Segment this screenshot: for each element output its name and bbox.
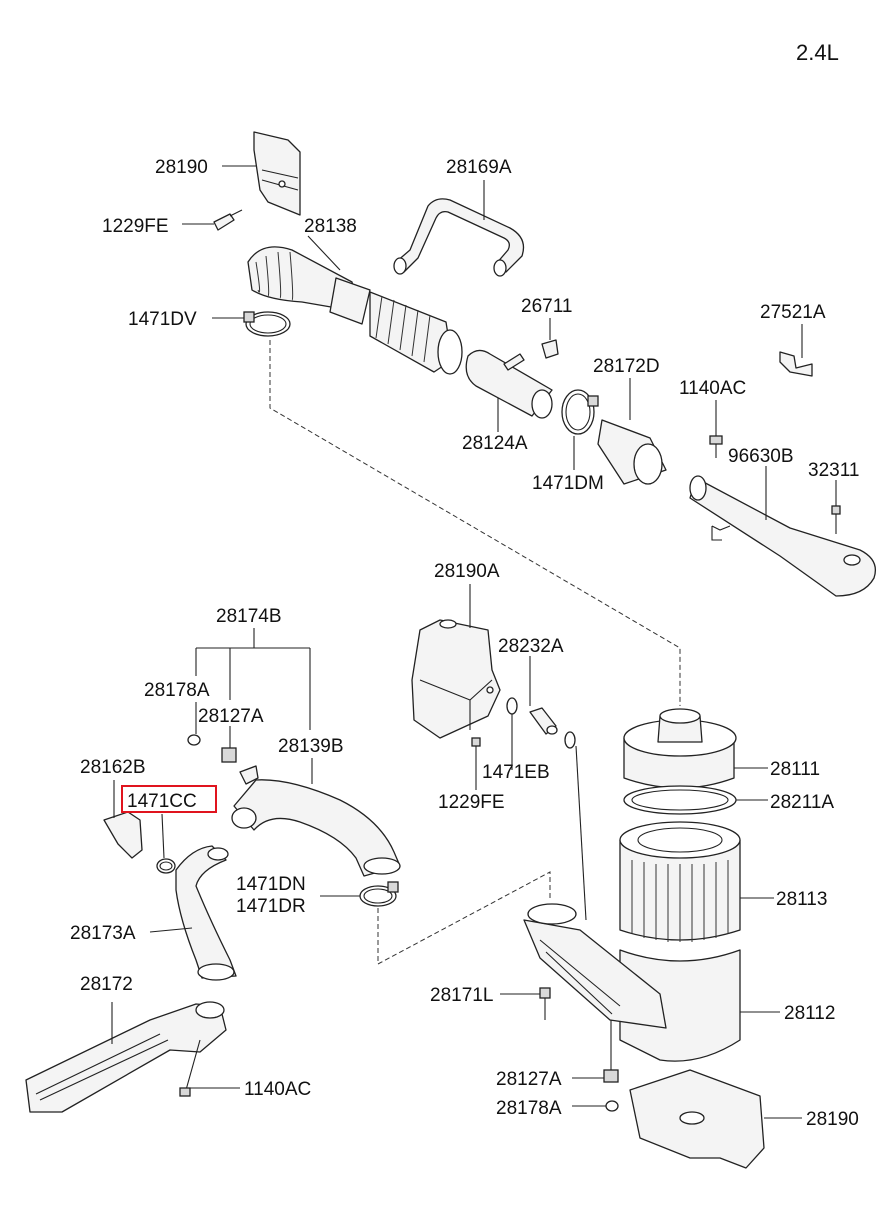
label-96630B: 96630B [728, 446, 794, 467]
connection-line-2 [377, 871, 551, 965]
label-28127A-bottom: 28127A [496, 1069, 562, 1090]
label-28171L: 28171L [430, 985, 493, 1006]
label-28172: 28172 [80, 974, 133, 995]
filter-element-28113 [619, 821, 741, 942]
clamp-1471DM [561, 389, 599, 435]
label-28112: 28112 [784, 1003, 835, 1024]
label-28174B: 28174B [216, 606, 282, 627]
grommet-28127A-bottom [603, 1069, 619, 1083]
bolt-1140AC-bottom [179, 1039, 201, 1097]
leader-28174B-tree [195, 647, 311, 730]
label-28211A: 28211A [770, 792, 834, 813]
bushing-28178A-left [187, 734, 201, 746]
label-32311: 32311 [808, 460, 859, 481]
label-28127A-left: 28127A [198, 706, 264, 727]
bolt-1229FE-top [213, 209, 243, 231]
label-28178A-bottom: 28178A [496, 1098, 562, 1119]
cover-28111 [623, 708, 737, 789]
bracket-28190-top [253, 131, 301, 216]
hose-28172D [597, 419, 667, 485]
label-1229FE-top: 1229FE [102, 216, 169, 237]
label-27521A: 27521A [760, 302, 826, 323]
label-1471DM: 1471DM [532, 473, 604, 494]
hose-28173A [175, 845, 237, 981]
label-28113: 28113 [776, 889, 827, 910]
label-28162B: 28162B [80, 757, 146, 778]
leader-1471CC [161, 813, 165, 859]
label-28178A-left: 28178A [144, 680, 210, 701]
label-28173A: 28173A [70, 923, 136, 944]
connection-line-1 [269, 340, 681, 706]
label-1229FE-mid: 1229FE [438, 792, 505, 813]
bolt-1140AC-top [709, 435, 723, 458]
nipple-28232A [529, 707, 558, 735]
clip-26711 [541, 339, 559, 359]
label-1471DR: 1471DR [236, 896, 306, 917]
label-28232A: 28232A [498, 636, 564, 657]
leader-1471EB-2 [575, 745, 587, 921]
label-28169A: 28169A [446, 157, 512, 178]
label-28111: 28111 [770, 759, 820, 780]
clamp-1471EB [506, 697, 576, 749]
bushing-28178A-bottom [605, 1100, 619, 1112]
pipe-28124A [465, 349, 553, 419]
duct-96630B [689, 475, 877, 597]
hose-28162B [103, 811, 143, 859]
label-1471CC[interactable]: 1471CC [127, 791, 197, 812]
label-28190-bottom: 28190 [806, 1109, 859, 1130]
duct-28172 [25, 1001, 227, 1113]
leader-28173A [149, 927, 193, 933]
label-28190A: 28190A [434, 561, 500, 582]
label-28139B: 28139B [278, 736, 344, 757]
housing-28112 [523, 903, 741, 1062]
label-1140AC-bottom: 1140AC [244, 1079, 311, 1100]
clamp-1471DV [243, 311, 291, 337]
breather-hose-28169A [393, 198, 525, 277]
intake-hose-28138 [247, 246, 463, 375]
resonator-28190-bottom [629, 1069, 765, 1169]
engine-size-label: 2.4L [796, 40, 839, 65]
label-1471EB: 1471EB [482, 762, 550, 783]
label-28172D: 28172D [593, 356, 660, 377]
label-28138: 28138 [304, 216, 357, 237]
bolt-32311 [831, 505, 841, 534]
label-28190-top: 28190 [155, 157, 208, 178]
clamp-1471CC [156, 858, 176, 874]
label-1471DV: 1471DV [128, 309, 197, 330]
label-28124A: 28124A [462, 433, 528, 454]
gasket-28211A [623, 785, 737, 815]
bolt-28171L [539, 987, 551, 1020]
resonator-28190A [411, 619, 501, 739]
label-1471DN: 1471DN [236, 874, 306, 895]
hose-28139B [231, 765, 401, 877]
label-1140AC-top: 1140AC [679, 378, 746, 399]
grommet-28127A-left [221, 747, 237, 763]
clamp-1471DN-DR [359, 881, 399, 907]
leader-28138 [307, 235, 341, 271]
label-26711: 26711 [521, 296, 572, 317]
highlight-box-1471CC [121, 785, 217, 813]
bolt-1229FE-mid [471, 737, 481, 762]
bracket-27521A [779, 351, 813, 377]
